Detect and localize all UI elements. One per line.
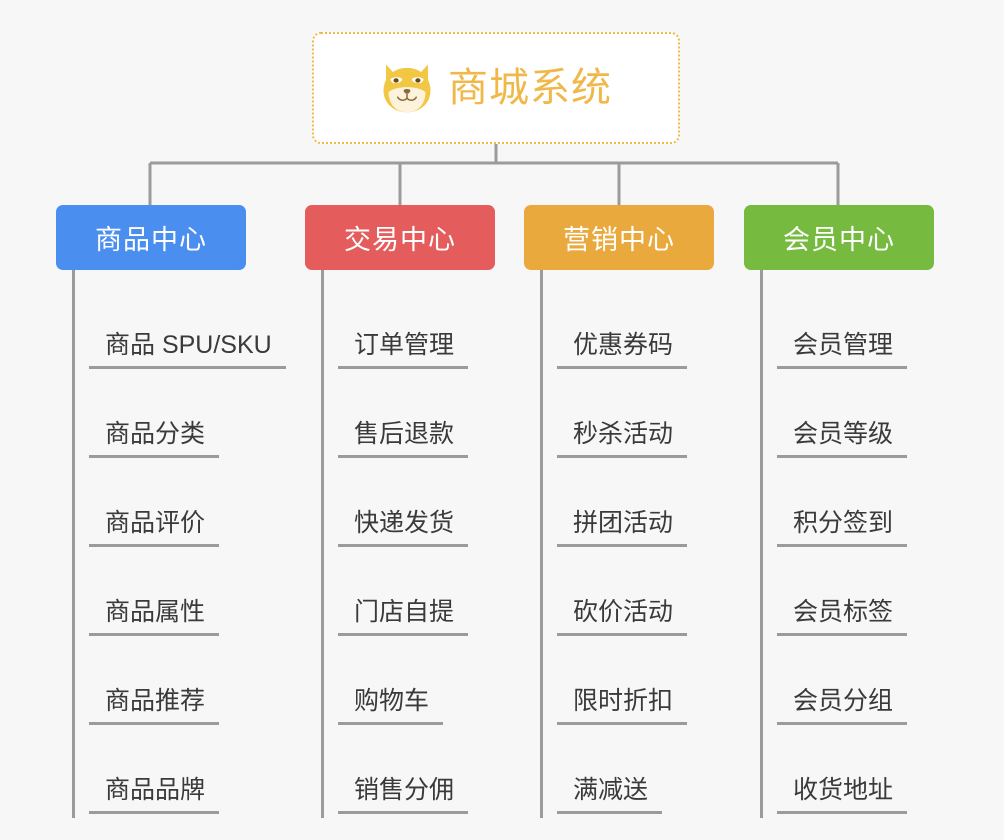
- leaf-item[interactable]: 商品属性: [75, 551, 246, 640]
- leaf-label: 商品属性: [89, 598, 220, 636]
- leaf-item[interactable]: 商品评价: [75, 462, 246, 551]
- category-header-label: 营销中心: [563, 225, 675, 255]
- leaf-item[interactable]: 会员标签: [763, 551, 934, 640]
- category-header-marketing[interactable]: 营销中心: [524, 205, 714, 270]
- leaf-label: 售后退款: [338, 420, 469, 458]
- leaf-label: 限时折扣: [557, 687, 688, 725]
- category-column-trade: 交易中心 订单管理 售后退款 快递发货 门店自提 购物车 销售分佣: [305, 205, 495, 818]
- leaf-item[interactable]: 会员分组: [763, 640, 934, 729]
- leaf-label: 商品评价: [89, 509, 220, 547]
- leaf-item[interactable]: 满减送: [543, 729, 714, 818]
- leaf-label: 拼团活动: [557, 509, 688, 547]
- leaf-list-member: 会员管理 会员等级 积分签到 会员标签 会员分组 收货地址: [760, 270, 934, 818]
- leaf-item[interactable]: 商品分类: [75, 373, 246, 462]
- leaf-item[interactable]: 商品 SPU/SKU: [75, 284, 286, 373]
- leaf-item[interactable]: 商品推荐: [75, 640, 246, 729]
- leaf-item[interactable]: 销售分佣: [324, 729, 495, 818]
- leaf-item[interactable]: 拼团活动: [543, 462, 714, 551]
- leaf-label: 积分签到: [777, 509, 908, 547]
- leaf-item[interactable]: 限时折扣: [543, 640, 714, 729]
- root-title: 商城系统: [448, 66, 612, 110]
- leaf-label: 会员管理: [777, 331, 908, 369]
- leaf-list-trade: 订单管理 售后退款 快递发货 门店自提 购物车 销售分佣: [321, 270, 495, 818]
- leaf-list-product: 商品 SPU/SKU 商品分类 商品评价 商品属性 商品推荐 商品品牌: [72, 270, 286, 818]
- leaf-label: 购物车: [338, 687, 444, 725]
- leaf-label: 会员分组: [777, 687, 908, 725]
- leaf-item[interactable]: 商品品牌: [75, 729, 246, 818]
- leaf-item[interactable]: 秒杀活动: [543, 373, 714, 462]
- leaf-label: 商品分类: [89, 420, 220, 458]
- leaf-item[interactable]: 砍价活动: [543, 551, 714, 640]
- leaf-label: 会员等级: [777, 420, 908, 458]
- root-node[interactable]: 商城系统: [312, 32, 680, 144]
- leaf-label: 会员标签: [777, 598, 908, 636]
- category-header-product[interactable]: 商品中心: [56, 205, 246, 270]
- leaf-label: 订单管理: [338, 331, 469, 369]
- category-columns: 商品中心 商品 SPU/SKU 商品分类 商品评价 商品属性 商品推荐 商品品牌…: [0, 205, 1004, 840]
- leaf-label: 商品品牌: [89, 776, 220, 814]
- leaf-label: 砍价活动: [557, 598, 688, 636]
- category-header-label: 商品中心: [95, 225, 207, 255]
- leaf-label: 满减送: [557, 776, 663, 814]
- leaf-item[interactable]: 积分签到: [763, 462, 934, 551]
- category-header-label: 交易中心: [344, 225, 456, 255]
- shiba-dog-face-icon: [383, 64, 431, 113]
- leaf-label: 商品 SPU/SKU: [89, 331, 286, 369]
- category-header-member[interactable]: 会员中心: [744, 205, 934, 270]
- leaf-item[interactable]: 优惠券码: [543, 284, 714, 373]
- leaf-label: 秒杀活动: [557, 420, 688, 458]
- leaf-label: 优惠券码: [557, 331, 688, 369]
- leaf-list-marketing: 优惠券码 秒杀活动 拼团活动 砍价活动 限时折扣 满减送: [540, 270, 714, 818]
- leaf-label: 商品推荐: [89, 687, 220, 725]
- leaf-label: 快递发货: [338, 509, 469, 547]
- leaf-item[interactable]: 售后退款: [324, 373, 495, 462]
- leaf-label: 门店自提: [338, 598, 469, 636]
- category-header-trade[interactable]: 交易中心: [305, 205, 495, 270]
- leaf-item[interactable]: 会员等级: [763, 373, 934, 462]
- category-column-marketing: 营销中心 优惠券码 秒杀活动 拼团活动 砍价活动 限时折扣 满减送: [524, 205, 714, 818]
- leaf-item[interactable]: 购物车: [324, 640, 495, 729]
- leaf-item[interactable]: 收货地址: [763, 729, 934, 818]
- category-column-member: 会员中心 会员管理 会员等级 积分签到 会员标签 会员分组 收货地址: [744, 205, 934, 818]
- category-column-product: 商品中心 商品 SPU/SKU 商品分类 商品评价 商品属性 商品推荐 商品品牌: [56, 205, 286, 818]
- leaf-label: 收货地址: [777, 776, 908, 814]
- leaf-item[interactable]: 门店自提: [324, 551, 495, 640]
- leaf-item[interactable]: 会员管理: [763, 284, 934, 373]
- leaf-item[interactable]: 快递发货: [324, 462, 495, 551]
- category-header-label: 会员中心: [783, 225, 895, 255]
- leaf-item[interactable]: 订单管理: [324, 284, 495, 373]
- leaf-label: 销售分佣: [338, 776, 469, 814]
